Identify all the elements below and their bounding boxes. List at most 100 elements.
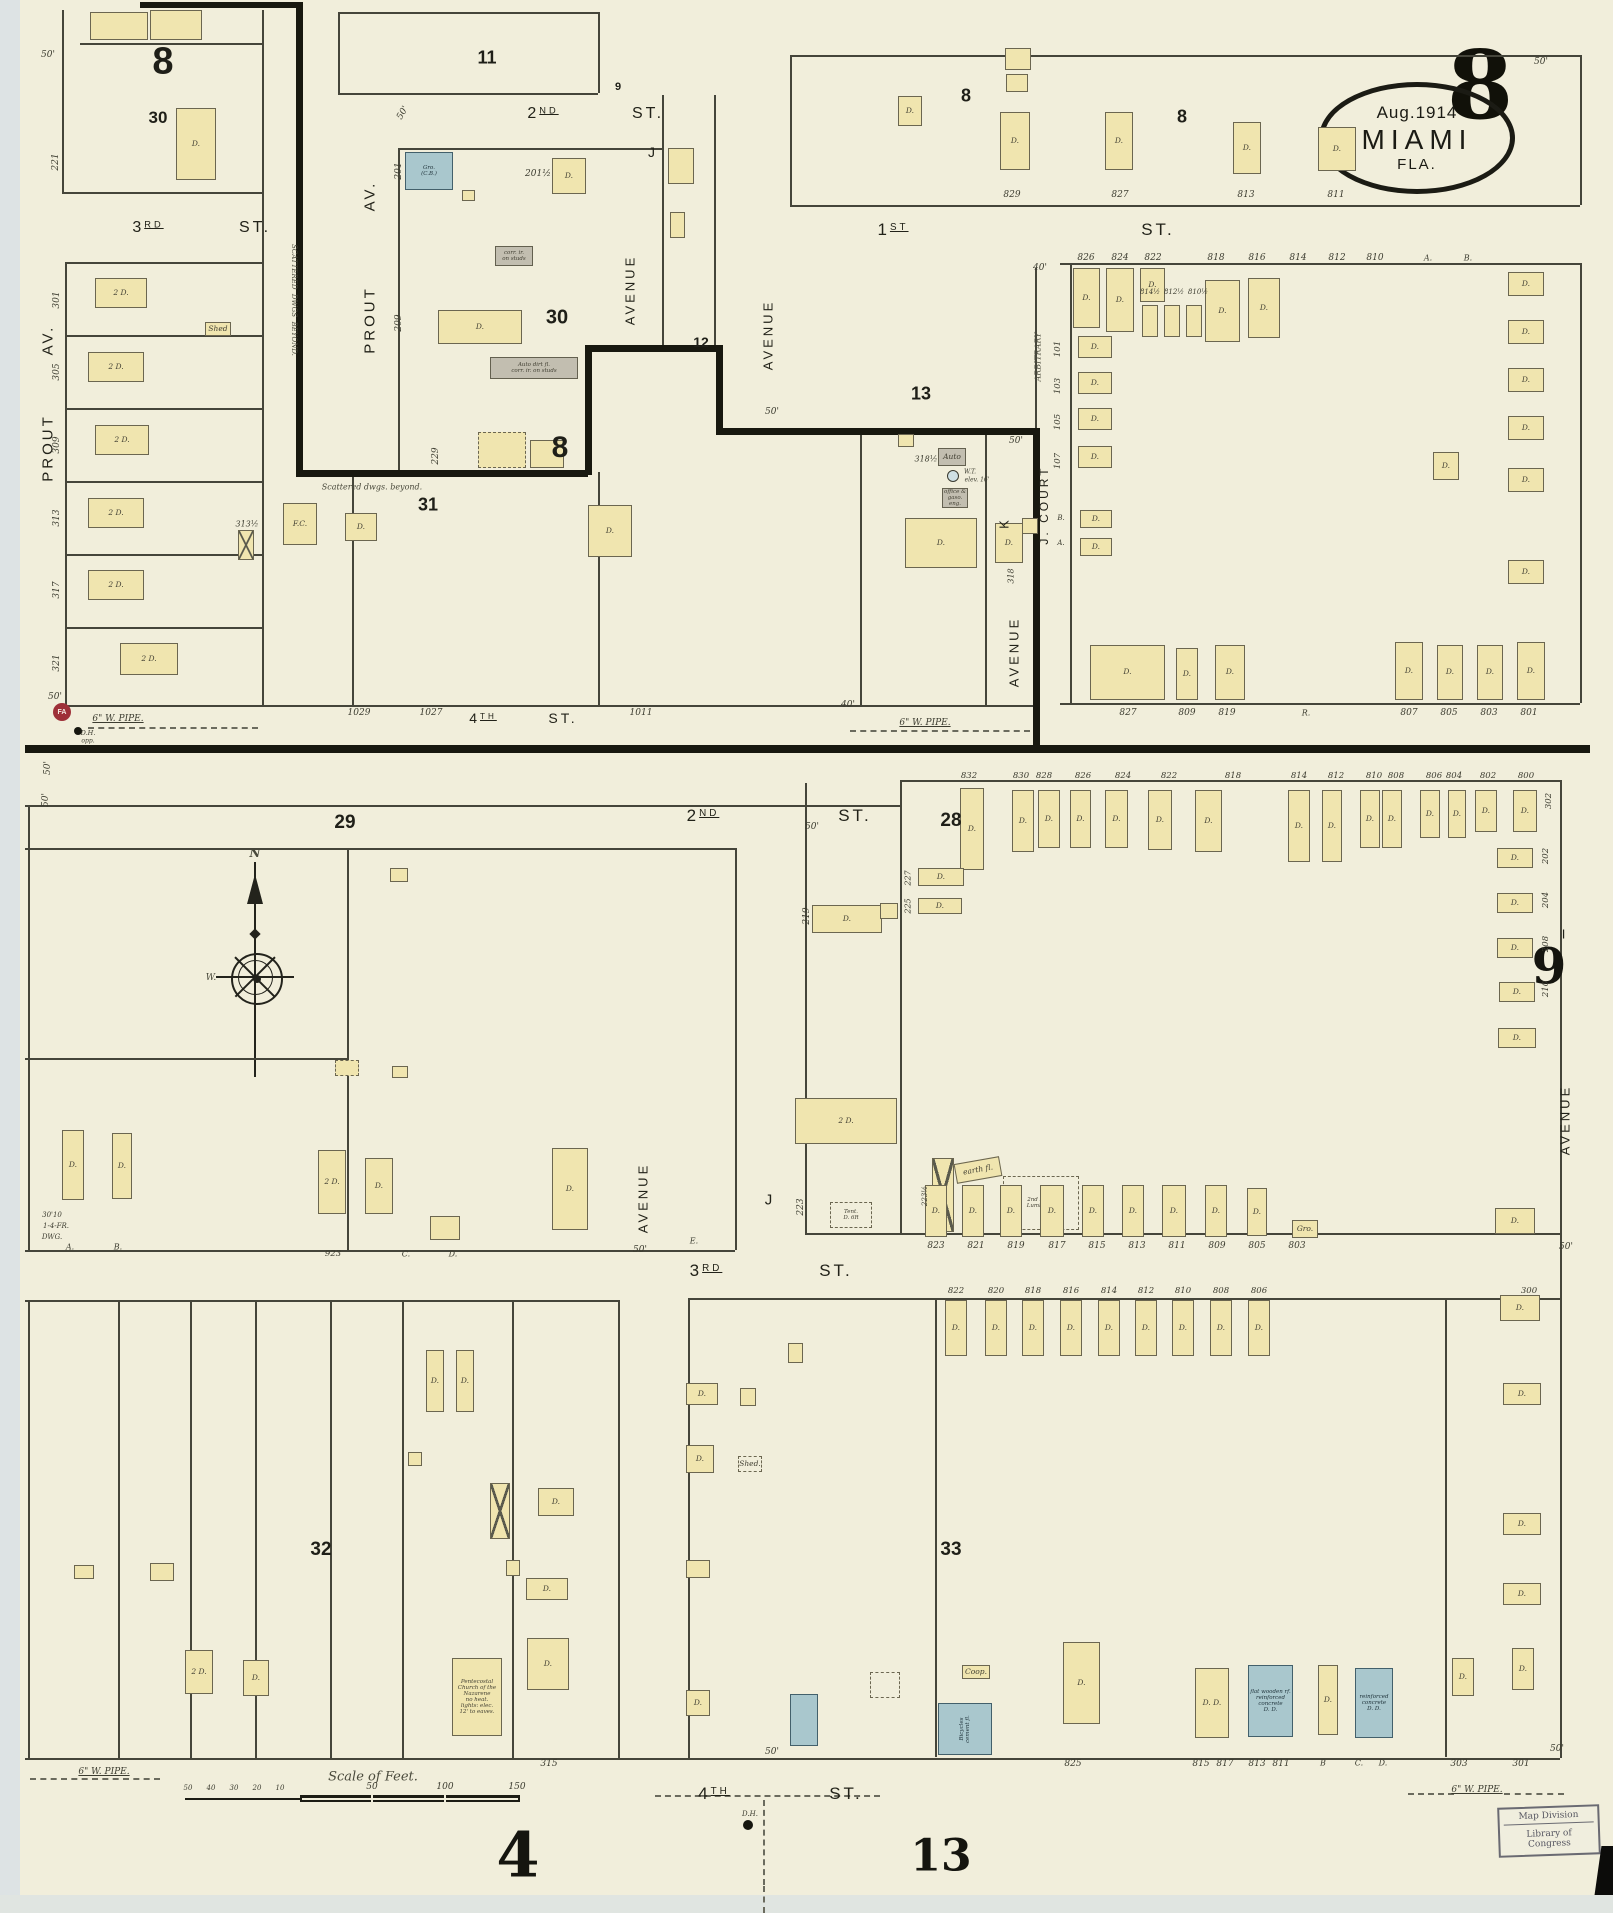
building-label: D. [936, 537, 946, 547]
building-label: D. [1365, 813, 1375, 823]
building-label: 2 D. [141, 653, 157, 663]
house-number: 1-4-FR. [43, 1222, 69, 1230]
house-number: B. [1057, 514, 1065, 522]
street-label: 4TH [469, 710, 497, 726]
house-number: 808 [1212, 1286, 1230, 1296]
building-label: 2 D. [108, 361, 124, 371]
building-label: D. [1517, 1588, 1527, 1598]
street-label: AVENUE [1006, 616, 1022, 688]
building-label: D. [951, 1322, 961, 1332]
house-number: D. [448, 1249, 458, 1259]
house-number: 819 [1218, 708, 1236, 718]
building: D. [1078, 446, 1112, 468]
library-stamp: Map Division Library of Congress [1497, 1804, 1601, 1858]
building: D. [1322, 790, 1342, 862]
scan-edge-left [0, 0, 20, 1913]
house-number: 227 [903, 870, 913, 886]
building: D. [1215, 645, 1245, 700]
house-number: 219 [802, 907, 812, 925]
building: D. [995, 523, 1023, 563]
building-label: D. [1218, 305, 1227, 315]
house-number: opp. [81, 737, 95, 745]
house-number: 50' [765, 407, 779, 417]
building [670, 212, 685, 238]
building [150, 10, 202, 40]
building: D. [686, 1690, 710, 1716]
house-number: 221 [51, 153, 61, 171]
building: D. D. [1195, 1668, 1229, 1738]
building: D. [985, 1300, 1007, 1356]
building-label: D. [1445, 667, 1455, 677]
house-number: 50 [366, 1782, 378, 1792]
building: 2 D. [795, 1098, 897, 1144]
map-symbol [74, 727, 82, 735]
building-label: D. [1327, 820, 1337, 830]
lot-line [1070, 263, 1072, 705]
building-label: Shed. [739, 1458, 761, 1468]
house-number: 305 [52, 363, 62, 381]
building-label: D. [117, 1160, 127, 1170]
lot-line [1580, 55, 1582, 205]
building [898, 434, 914, 447]
street-label: AVENUE [622, 254, 638, 326]
lot-line [347, 848, 349, 1250]
building [335, 1060, 359, 1076]
building: Coop. [962, 1665, 990, 1679]
house-number: 828 [1035, 771, 1053, 781]
house-number: 807 [1400, 708, 1418, 718]
lot-line [618, 1300, 620, 1758]
building [462, 190, 475, 201]
lot-line [338, 12, 598, 14]
lot-line [688, 1298, 690, 1758]
building-label: 2 D. [108, 579, 124, 589]
street-label: ST. [829, 1784, 863, 1803]
street-label: PROUT [361, 286, 379, 354]
building: D. [1106, 268, 1134, 332]
building-label: D. [1521, 278, 1531, 288]
building-label: D. [695, 1453, 705, 1463]
building-label: Gro. [1296, 1223, 1314, 1233]
house-number: A. [1423, 253, 1433, 263]
building: D. [1513, 790, 1537, 832]
lot-line [935, 1298, 937, 1757]
building-label: D. [68, 1159, 78, 1169]
lot-line [598, 472, 600, 705]
scale-bar-tail [185, 1798, 300, 1800]
building: Gro.(C.B.) [405, 152, 453, 190]
building: D. [1012, 790, 1034, 852]
building-label: D. [1521, 474, 1531, 484]
house-number: D.H. [80, 729, 96, 737]
building [90, 12, 148, 40]
lot-line [262, 10, 264, 705]
lot-line [398, 148, 662, 150]
building: D. [456, 1350, 474, 1412]
building: D. [1508, 416, 1544, 440]
house-number: 107 [1053, 452, 1063, 470]
building-label: D. [1441, 460, 1451, 470]
house-number: 201½ [525, 169, 551, 179]
pipe-dash-line [850, 730, 1030, 732]
building: D. [1498, 1028, 1536, 1048]
building-label: D. [905, 105, 915, 115]
building: F.C. [283, 503, 317, 545]
lot-line [65, 554, 262, 556]
building-label: D. [1254, 1322, 1264, 1332]
house-number: 812 [1327, 771, 1345, 781]
scale-title: Scale of Feet. [328, 1769, 418, 1785]
building-label: D. [251, 1672, 261, 1682]
building-label: Coop. [965, 1666, 987, 1676]
house-number: 814 [1100, 1286, 1118, 1296]
building-label: D. [1458, 1671, 1468, 1681]
house-number: 50' [41, 50, 55, 60]
building: D. [1420, 790, 1440, 838]
annotation: Scattered dwgs. beyond. [321, 482, 423, 492]
building: D. [1105, 790, 1128, 848]
lot-line [985, 428, 987, 705]
building: D. [1508, 468, 1544, 492]
building: D. [1063, 1642, 1100, 1724]
lot-line [1560, 780, 1562, 1758]
building [790, 1694, 818, 1746]
house-number: 204 [1541, 891, 1551, 909]
